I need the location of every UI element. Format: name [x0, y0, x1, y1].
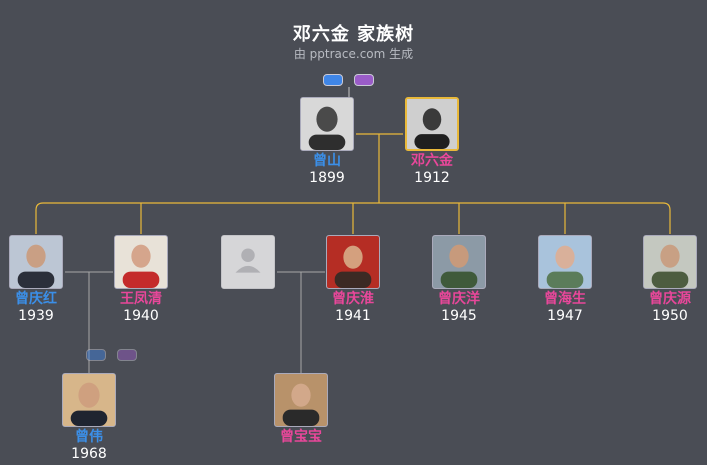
expand-father-toggle-2[interactable]: [86, 349, 106, 361]
person-card-zengwei[interactable]: 曾伟 1968: [39, 373, 139, 463]
person-card-zengqinghuai[interactable]: 曾庆淮 1941: [303, 235, 403, 325]
person-birth-year: 1940: [123, 308, 159, 324]
expand-father-toggle[interactable]: [323, 74, 343, 86]
person-birth-year: 1939: [18, 308, 54, 324]
expand-mother-toggle[interactable]: [354, 74, 374, 86]
person-name: 曾庆红: [15, 291, 57, 307]
person-card-wangfengqing[interactable]: 王凤清 1940: [91, 235, 191, 325]
person-name: 曾庆洋: [438, 291, 480, 307]
person-card-zengshan[interactable]: 曾山 1899: [277, 97, 377, 187]
person-card-zengqingyang[interactable]: 曾庆洋 1945: [409, 235, 509, 325]
portrait-photo: [274, 373, 328, 427]
portrait-photo: [432, 235, 486, 289]
person-name: 邓六金: [411, 153, 453, 169]
person-name: 曾庆淮: [332, 291, 374, 307]
person-card-zengbaobao[interactable]: 曾宝宝: [251, 373, 351, 446]
person-card-zengqinghong[interactable]: 曾庆红 1939: [0, 235, 86, 325]
placeholder-avatar-icon: [221, 235, 275, 289]
person-birth-year: 1912: [414, 170, 450, 186]
portrait-photo: [326, 235, 380, 289]
person-birth-year: 1945: [441, 308, 477, 324]
person-name: 曾伟: [75, 429, 103, 445]
person-birth-year: 1968: [71, 446, 107, 462]
person-name: 王凤清: [120, 291, 162, 307]
portrait-photo: [643, 235, 697, 289]
portrait-photo: [9, 235, 63, 289]
portrait-photo: [114, 235, 168, 289]
portrait-photo: [300, 97, 354, 151]
page-title: 邓六金 家族树: [292, 24, 415, 45]
person-card-dengliujin[interactable]: 邓六金 1912: [382, 97, 482, 187]
portrait-photo: [405, 97, 459, 151]
expand-mother-toggle-2[interactable]: [117, 349, 137, 361]
page-subtitle: 由 pptrace.com 生成: [293, 47, 414, 61]
person-card-unknown-spouse[interactable]: [198, 235, 298, 290]
person-birth-year: 1899: [309, 170, 345, 186]
person-card-zenghaisheng[interactable]: 曾海生 1947: [515, 235, 615, 325]
person-name: 曾海生: [544, 291, 586, 307]
person-birth-year: 1950: [652, 308, 688, 324]
person-name: 曾庆源: [649, 291, 691, 307]
person-birth-year: 1947: [547, 308, 583, 324]
portrait-photo: [62, 373, 116, 427]
person-card-zengqingyuan[interactable]: 曾庆源 1950: [620, 235, 707, 325]
person-birth-year: 1941: [335, 308, 371, 324]
person-name: 曾宝宝: [280, 429, 322, 445]
portrait-photo: [538, 235, 592, 289]
person-name: 曾山: [313, 153, 341, 169]
